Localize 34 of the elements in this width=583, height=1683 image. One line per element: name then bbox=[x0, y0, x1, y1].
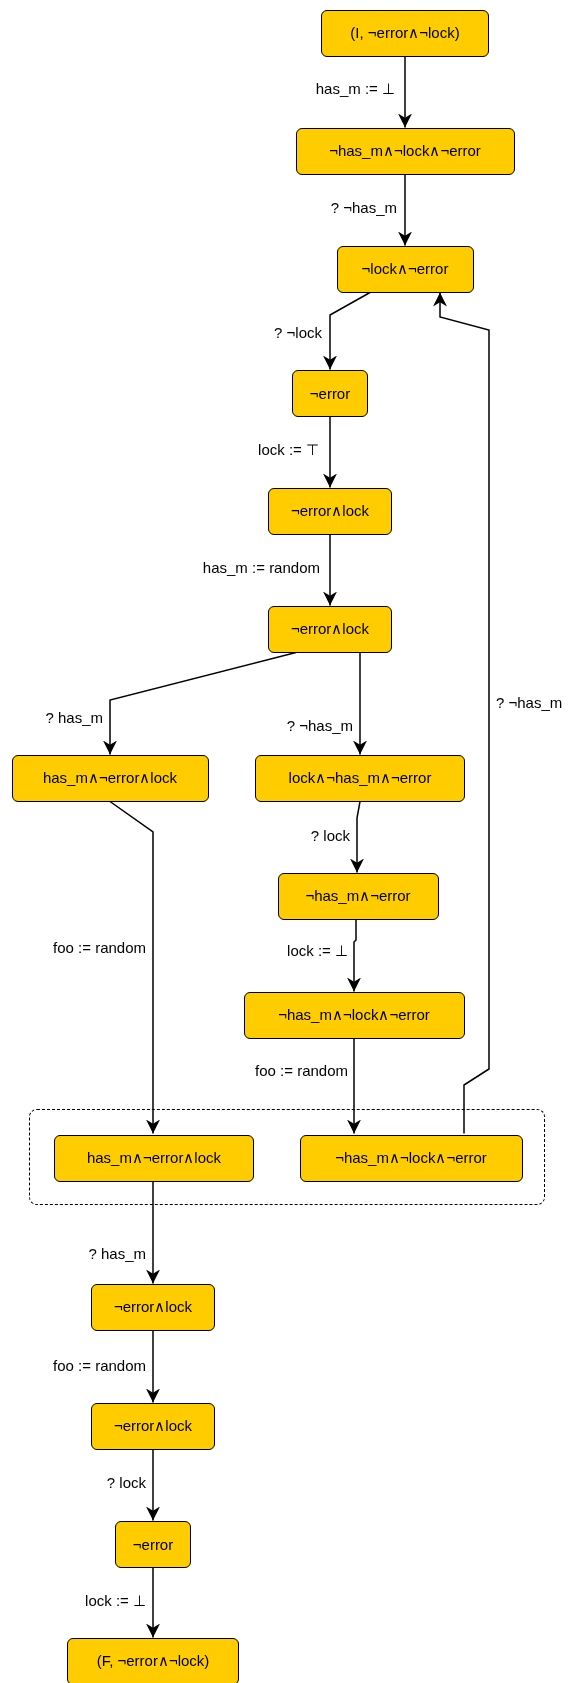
state-box: (I, ¬error∧¬lock) bbox=[321, 9, 489, 57]
arrow bbox=[433, 291, 490, 1135]
state-box: has_m∧¬error∧lock bbox=[54, 1134, 254, 1182]
state-box: ¬error∧lock bbox=[91, 1402, 215, 1450]
state-box: ¬has_m∧¬lock∧¬error bbox=[295, 127, 515, 175]
arrow bbox=[323, 533, 337, 607]
arrow bbox=[398, 55, 412, 129]
arrow bbox=[146, 1566, 160, 1639]
state-box: ¬has_m∧¬error bbox=[277, 872, 439, 920]
state-box: ¬has_m∧¬lock∧¬error bbox=[243, 991, 465, 1039]
arrow bbox=[347, 918, 361, 993]
arrow bbox=[109, 800, 160, 1135]
dashed-group-box bbox=[29, 1109, 545, 1205]
arrow bbox=[146, 1329, 160, 1404]
state-box: ¬error∧lock bbox=[268, 487, 392, 535]
arrow bbox=[323, 291, 371, 371]
arrow bbox=[323, 415, 337, 489]
state-box: lock∧¬has_m∧¬error bbox=[255, 754, 465, 802]
edge-label: has_m := ⊥ bbox=[315, 80, 395, 98]
state-box: (F, ¬error∧¬lock) bbox=[67, 1637, 239, 1683]
state-box: ¬has_m∧¬lock∧¬error bbox=[299, 1134, 523, 1182]
state-box: has_m∧¬error∧lock bbox=[11, 754, 209, 802]
arrow bbox=[353, 651, 367, 756]
state-box: ¬error bbox=[115, 1520, 191, 1568]
arrow bbox=[103, 651, 297, 756]
state-box: ¬error∧lock bbox=[91, 1283, 215, 1331]
arrow bbox=[146, 1448, 160, 1522]
arrow bbox=[347, 1037, 361, 1135]
arrow bbox=[146, 1179, 160, 1285]
state-box: ¬lock∧¬error bbox=[336, 245, 474, 293]
arrow bbox=[398, 173, 412, 247]
state-box: ¬error bbox=[292, 369, 368, 417]
arrow bbox=[350, 800, 364, 874]
state-box: ¬error∧lock bbox=[268, 605, 392, 653]
